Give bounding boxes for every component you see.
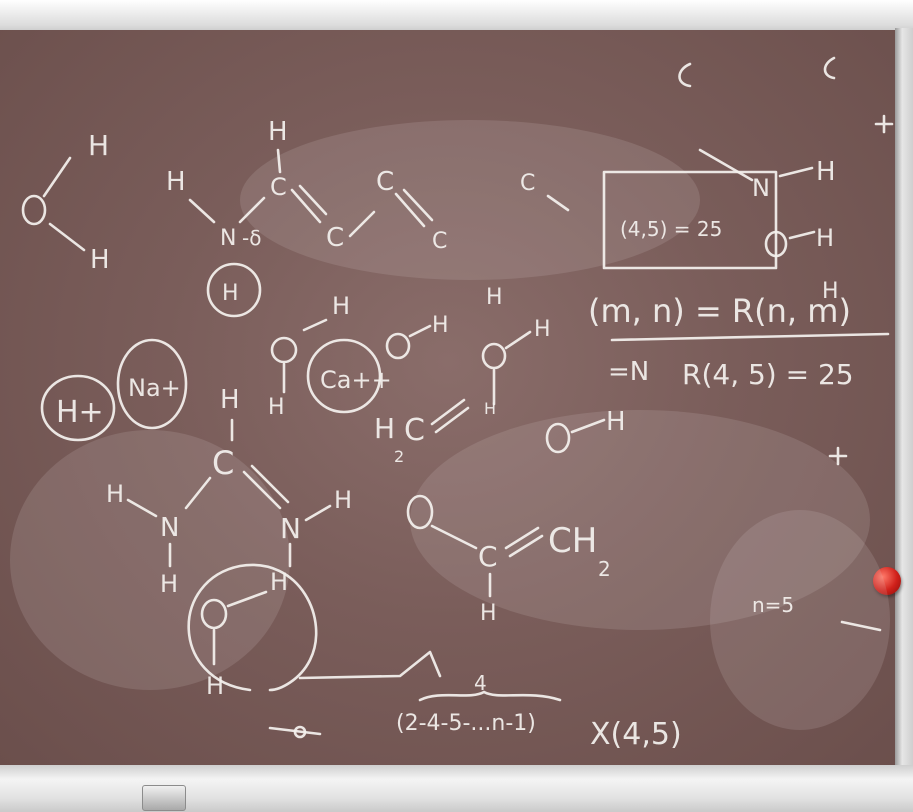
svg-text:C: C [212,444,234,482]
marker-tray-clip [142,785,186,811]
svg-text:N: N [752,174,770,202]
svg-text:H+: H+ [56,395,104,430]
svg-text:N: N [220,226,236,251]
board-frame-right [895,28,913,780]
hydroxyl-group: H [545,407,626,454]
svg-text:-δ: -δ [242,226,261,250]
svg-text:H: H [160,570,178,598]
calcium-ion: Ca++ [306,338,392,414]
svg-text:C: C [326,223,344,253]
svg-text:CH: CH [548,521,597,561]
svg-text:H: H [334,486,352,514]
svg-text:C: C [376,167,394,197]
erasure-smudge [240,120,700,280]
svg-text:H: H [484,399,496,418]
svg-text:H: H [88,129,109,162]
svg-text:C: C [520,171,535,196]
svg-text:(m, n) = R(n, m): (m, n) = R(n, m) [588,292,851,330]
carbon-chain-top: H C H N -δ C C C C [166,117,570,254]
circled-water-bottom: H H [187,563,442,700]
svg-text:2: 2 [598,557,611,581]
methylene-group: H 2 C [374,398,470,466]
svg-text:H: H [486,285,503,310]
svg-text:H: H [816,157,836,187]
svg-text:H: H [534,317,551,342]
svg-text:(2-4-5-...n-1): (2-4-5-...n-1) [396,711,536,736]
svg-text:2: 2 [394,447,404,466]
vinyl-alcohol-group: C CH 2 H [406,494,611,626]
svg-text:N: N [160,513,179,543]
svg-text:H: H [222,281,239,306]
svg-text:R(4, 5) = 25: R(4, 5) = 25 [682,358,854,391]
svg-text:H: H [480,601,497,626]
svg-text:H: H [206,672,224,700]
svg-text:H: H [606,407,626,437]
guanidinium-structure: H C H N H N H [106,385,352,598]
svg-text:n=5: n=5 [752,593,794,617]
water-molecule-top: H H [21,129,110,275]
svg-text:H: H [822,279,839,304]
bottom-sequence: 4 (2-4-5-...n-1) X(4,5) [268,671,682,752]
chalkboard [0,30,897,767]
svg-text:C: C [404,413,425,448]
svg-text:H: H [268,117,288,147]
hydrogen-ion: H+ [40,374,116,442]
svg-text:H: H [332,292,350,320]
svg-text:H: H [374,412,395,445]
svg-text:C: C [478,540,498,573]
svg-text:Ca++: Ca++ [320,366,392,394]
sodium-ion: Na+ [116,338,188,430]
svg-text:H: H [432,313,449,338]
svg-text:H: H [268,395,285,420]
right-edge-marks: n=5 [678,56,894,632]
red-magnet [873,567,901,595]
erasure-smudge [710,510,890,730]
svg-text:4: 4 [474,671,487,695]
circled-hydrogen: H [206,262,262,318]
svg-text:N: N [280,512,301,545]
erasure-smudge [410,410,870,630]
svg-text:H: H [220,385,240,415]
ramsey-formulas: (4,5) = 25 N H H H (m, n) = R(n, m) =N R… [588,148,890,391]
svg-text:H: H [270,568,288,596]
svg-text:=N: =N [608,357,649,387]
svg-text:(4,5) = 25: (4,5) = 25 [620,217,722,241]
svg-text:Na+: Na+ [128,374,181,402]
svg-text:H: H [816,224,834,252]
svg-text:H: H [106,480,124,508]
water-molecule-middle: H H H H H H [268,285,551,420]
svg-text:H: H [166,167,186,197]
svg-text:C: C [270,173,287,201]
svg-text:C: C [432,229,447,254]
svg-text:H: H [90,245,110,275]
svg-text:X(4,5): X(4,5) [590,717,682,752]
erasure-smudge [10,430,290,690]
